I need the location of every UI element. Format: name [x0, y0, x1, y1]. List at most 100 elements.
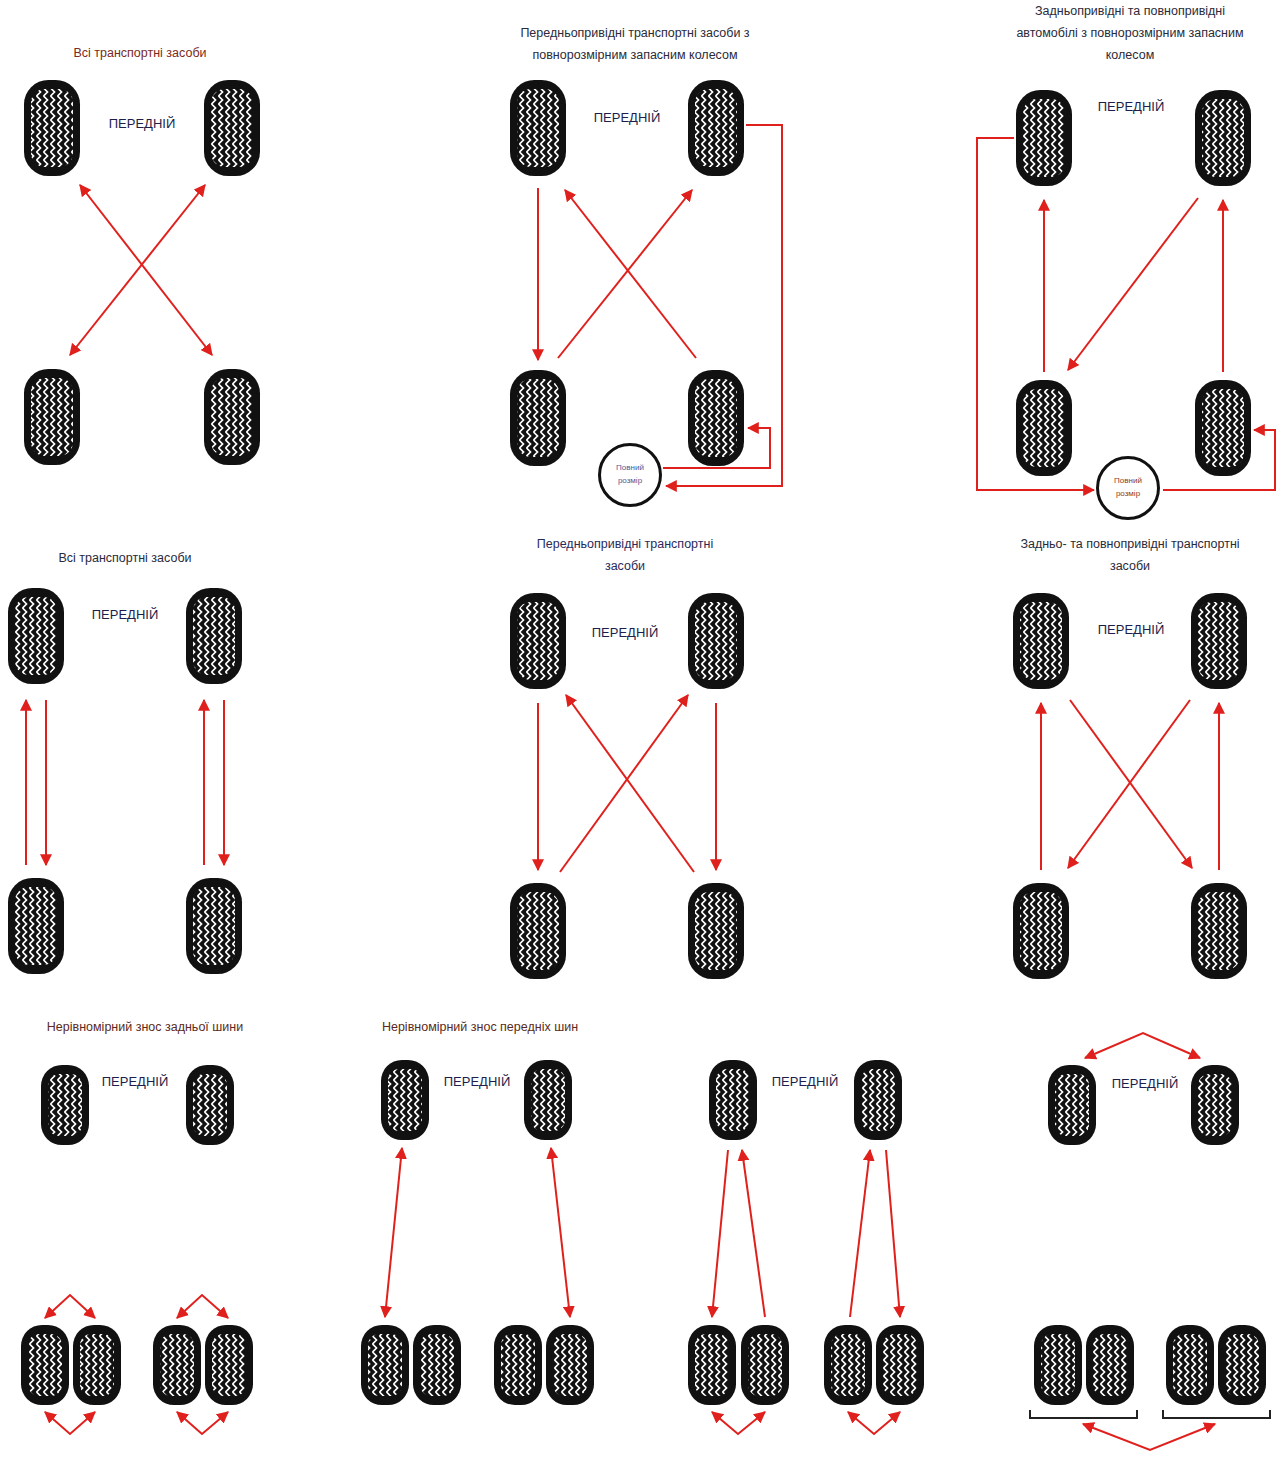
tire: [688, 1325, 736, 1405]
tire: [8, 588, 64, 684]
tire-tread: [1173, 1334, 1207, 1396]
front-label: ПЕРЕДНІЙ: [772, 1074, 839, 1090]
tire: [494, 1325, 542, 1405]
front-label: ПЕРЕДНІЙ: [592, 625, 659, 641]
tire: [1166, 1325, 1214, 1405]
tire: [510, 370, 566, 466]
tire-tread: [695, 1334, 729, 1396]
tire-tread: [517, 379, 559, 457]
tire-tread: [1055, 1074, 1089, 1136]
tire: [1016, 90, 1072, 186]
tire: [688, 883, 744, 979]
tire: [510, 883, 566, 979]
panel-title: Нерівномірний знос передніх шин: [382, 1016, 578, 1038]
tire: [153, 1325, 201, 1405]
tire: [361, 1325, 409, 1405]
tire: [186, 588, 242, 684]
tire: [510, 593, 566, 689]
tire-group: [8, 80, 1266, 1405]
front-label: ПЕРЕДНІЙ: [1098, 99, 1165, 115]
tire-tread: [211, 378, 253, 456]
tire: [21, 1325, 69, 1405]
tire-tread: [695, 379, 737, 457]
tire-tread: [1020, 602, 1062, 680]
tire-tread: [695, 89, 737, 167]
tire: [24, 369, 80, 465]
tire: [688, 80, 744, 176]
panel-title: Всі транспортні засоби: [58, 547, 191, 569]
tire: [1013, 883, 1069, 979]
tire-tread: [420, 1334, 454, 1396]
tire-tread: [1225, 1334, 1259, 1396]
tire-tread: [1198, 892, 1240, 970]
spare-wheel: Повний розмір: [598, 443, 662, 507]
tire-tread: [1093, 1334, 1127, 1396]
tire: [1034, 1325, 1082, 1405]
tire-tread: [193, 887, 235, 965]
panel-title: Передньопривідні транспортні засоби: [518, 533, 733, 577]
tire: [1191, 1065, 1239, 1145]
tire: [824, 1325, 872, 1405]
tire: [413, 1325, 461, 1405]
tire-tread: [160, 1334, 194, 1396]
tire: [510, 80, 566, 176]
tire-tread: [31, 89, 73, 167]
spare-wheel: Повний розмір: [1096, 456, 1160, 520]
tire: [1218, 1325, 1266, 1405]
tire: [8, 878, 64, 974]
front-label: ПЕРЕДНІЙ: [444, 1074, 511, 1090]
tire: [205, 1325, 253, 1405]
tire: [1191, 883, 1247, 979]
tire: [524, 1060, 572, 1140]
tire: [24, 80, 80, 176]
tire: [688, 593, 744, 689]
tire-tread: [1198, 602, 1240, 680]
tire-tread: [883, 1334, 917, 1396]
tire-tread: [1020, 892, 1062, 970]
tire-tread: [517, 602, 559, 680]
front-label: ПЕРЕДНІЙ: [109, 116, 176, 132]
tire: [186, 878, 242, 974]
tire-tread: [1202, 99, 1244, 177]
tire: [854, 1060, 902, 1140]
front-label: ПЕРЕДНІЙ: [1112, 1076, 1179, 1092]
front-label: ПЕРЕДНІЙ: [102, 1074, 169, 1090]
panel-title: Нерівномірний знос задньої шини: [47, 1016, 243, 1038]
tire: [1195, 90, 1251, 186]
tire-tread: [48, 1074, 82, 1136]
tire: [546, 1325, 594, 1405]
tire-tread: [553, 1334, 587, 1396]
tire-tread: [748, 1334, 782, 1396]
tire-tread: [193, 597, 235, 675]
tire: [204, 369, 260, 465]
tire-tread: [193, 1074, 227, 1136]
panel-title: Передньопривідні транспортні засоби з по…: [485, 22, 785, 66]
tire-tread: [695, 892, 737, 970]
tire: [1048, 1065, 1096, 1145]
tire: [1195, 380, 1251, 476]
front-label: ПЕРЕДНІЙ: [92, 607, 159, 623]
tire-tread: [517, 892, 559, 970]
front-label: ПЕРЕДНІЙ: [594, 110, 661, 126]
tire-tread: [695, 602, 737, 680]
tire-tread: [28, 1334, 62, 1396]
tire-tread: [80, 1334, 114, 1396]
tire: [1086, 1325, 1134, 1405]
tire-tread: [1202, 389, 1244, 467]
tire-tread: [517, 89, 559, 167]
tire: [688, 370, 744, 466]
tire-tread: [31, 378, 73, 456]
tire-tread: [501, 1334, 535, 1396]
tire: [204, 80, 260, 176]
panel-title: Задньопривідні та повнопривідні автомобі…: [1010, 0, 1250, 66]
tire-tread: [15, 887, 57, 965]
tire-tread: [1023, 99, 1065, 177]
tire-tread: [1023, 389, 1065, 467]
tire: [186, 1065, 234, 1145]
tire-tread: [15, 597, 57, 675]
tire: [1013, 593, 1069, 689]
spare-label: Повний розмір: [1108, 475, 1148, 501]
panel-title: Всі транспортні засоби: [73, 42, 206, 64]
